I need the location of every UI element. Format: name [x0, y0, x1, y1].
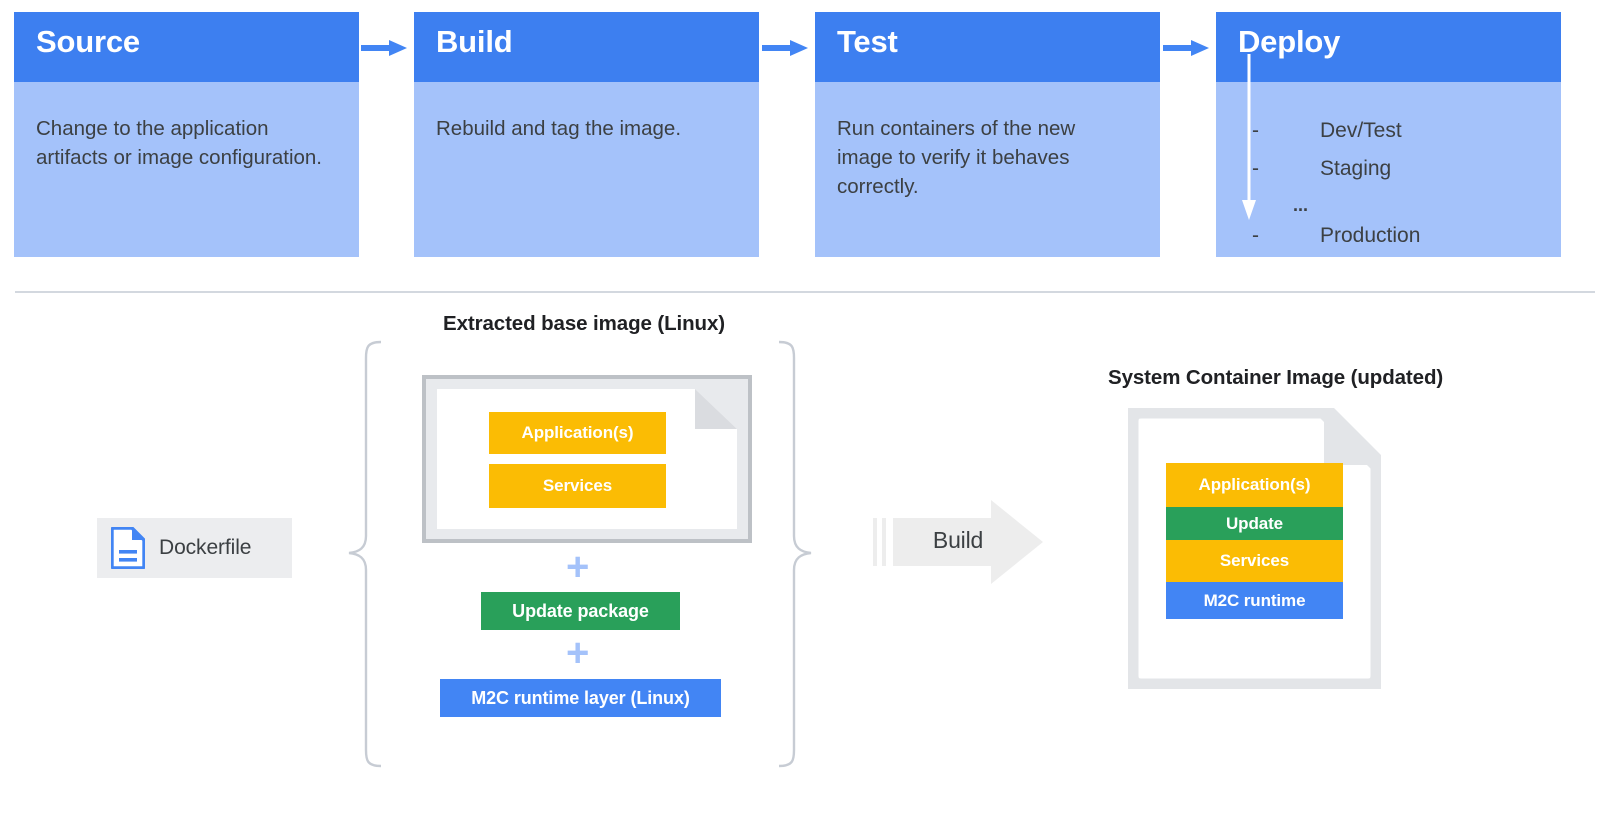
brace-left-icon [348, 340, 382, 768]
arrow-right-icon-3 [1163, 40, 1209, 56]
pipeline-stage-source[interactable]: Source Change to the application artifac… [14, 12, 359, 257]
brace-right-icon [778, 340, 812, 768]
list-item: - Staging [1252, 158, 1542, 179]
list-item-ellipsis: ... [1252, 196, 1542, 214]
result-layer-update: Update [1166, 507, 1343, 540]
list-marker: - [1252, 224, 1259, 247]
list-label: Production [1320, 224, 1421, 247]
stage-title-source: Source [14, 12, 359, 82]
base-layer-applications: Application(s) [489, 412, 666, 454]
stage-title-build: Build [414, 12, 759, 82]
system-image-layer-stack: Application(s) Update Services M2C runti… [1166, 463, 1343, 619]
arrow-down-icon [1242, 54, 1256, 220]
arrow-shaft [762, 45, 792, 51]
added-layer-m2c-runtime: M2C runtime layer (Linux) [440, 679, 721, 717]
arrow-right-icon-2 [762, 40, 808, 56]
list-marker: - [1252, 119, 1259, 142]
list-marker: ... [1292, 195, 1308, 215]
list-item: - Production [1252, 225, 1542, 246]
file-document-icon [111, 527, 145, 569]
section-divider [15, 291, 1595, 293]
arrow-shaft [1163, 45, 1193, 51]
stage-body-test: Run containers of the new image to verif… [815, 82, 1160, 257]
plus-icon-1: + [566, 545, 590, 589]
base-image-caption: Extracted base image (Linux) [443, 312, 726, 335]
result-layer-applications: Application(s) [1166, 463, 1343, 507]
pipeline-stage-build[interactable]: Build Rebuild and tag the image. [414, 12, 759, 257]
list-label: Staging [1320, 157, 1392, 180]
result-layer-services: Services [1166, 540, 1343, 582]
base-layer-services: Services [489, 464, 666, 508]
plus-icon-2: + [566, 631, 590, 675]
base-image-document-icon [437, 389, 737, 529]
pipeline-stage-deploy[interactable]: Deploy - Dev/Test - Staging ... [1216, 12, 1561, 257]
stage-title-deploy: Deploy [1216, 12, 1561, 82]
stage-body-build: Rebuild and tag the image. [414, 82, 759, 257]
arrow-head [389, 40, 407, 56]
dockerfile-label: Dockerfile [159, 536, 252, 559]
list-item: - Dev/Test [1252, 120, 1542, 141]
stage-body-source: Change to the application artifacts or i… [14, 82, 359, 257]
build-action-arrow[interactable]: Build [873, 494, 1043, 590]
arrow-shaft [361, 45, 391, 51]
added-layer-update-package: Update package [481, 592, 680, 630]
pipeline-stage-test[interactable]: Test Run containers of the new image to … [815, 12, 1160, 257]
list-label: Dev/Test [1320, 119, 1402, 142]
dockerfile-chip[interactable]: Dockerfile [97, 518, 292, 578]
build-action-label: Build [932, 527, 984, 553]
result-layer-m2c-runtime: M2C runtime [1166, 582, 1343, 619]
arrow-head [1191, 40, 1209, 56]
arrow-head [790, 40, 808, 56]
arrow-right-icon-1 [361, 40, 407, 56]
stage-body-deploy: - Dev/Test - Staging ... - Production [1216, 54, 1561, 257]
arrow-right-block-icon [873, 500, 1043, 584]
system-image-caption: System Container Image (updated) [1108, 366, 1444, 389]
stage-title-test: Test [815, 12, 1160, 82]
deploy-environment-list: - Dev/Test - Staging ... - Production [1252, 120, 1542, 263]
list-marker: - [1252, 157, 1259, 180]
